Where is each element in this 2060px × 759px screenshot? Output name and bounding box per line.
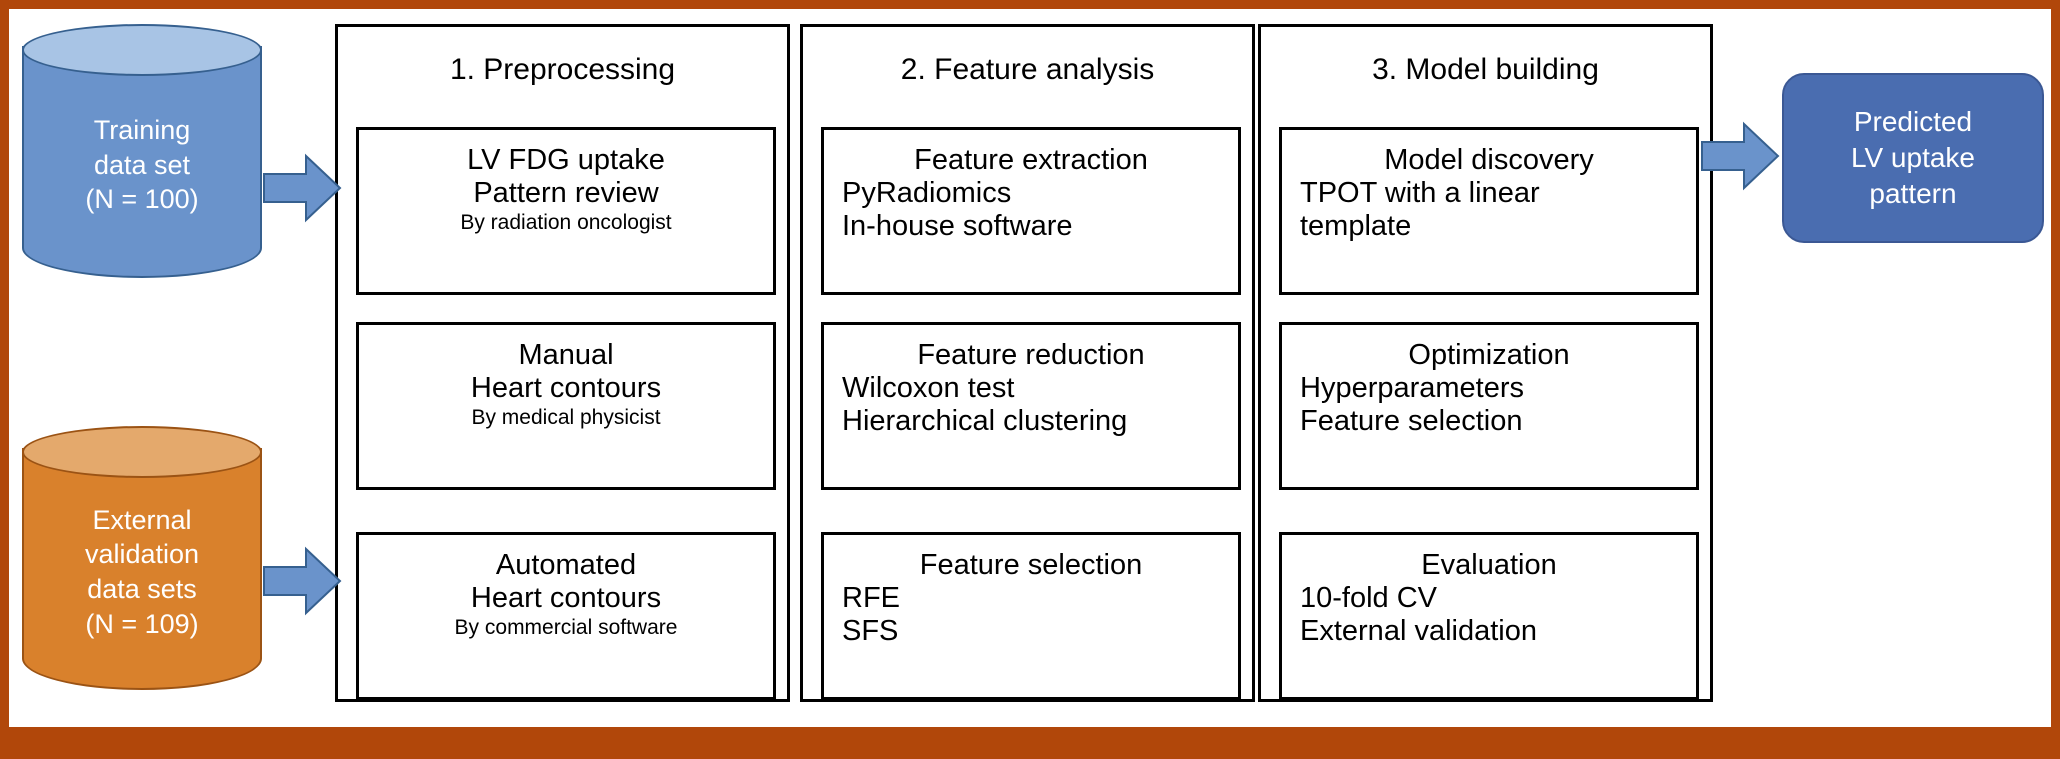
- cylinder-body: [22, 46, 262, 278]
- step-heading: Feature extraction: [914, 144, 1148, 176]
- step-heading: Feature selection: [919, 549, 1143, 581]
- step-model-discovery: Model discovery TPOT with a linear templ…: [1279, 127, 1699, 295]
- result-line: Predicted: [1853, 106, 1973, 138]
- cylinder-line: data sets: [87, 574, 197, 604]
- cylinder-line: External: [92, 504, 192, 535]
- frame-border-bottom: [0, 727, 2060, 759]
- step-line: Feature selection: [1300, 404, 1523, 437]
- step-line: template: [1300, 209, 1412, 242]
- step-heading: Optimization: [1408, 339, 1570, 371]
- step-line: In-house software: [842, 209, 1073, 242]
- step-line: PyRadiomics: [842, 176, 1012, 209]
- cylinder-line: (N = 109): [85, 608, 199, 639]
- result-line: LV uptake: [1850, 142, 1976, 174]
- step-heading: Feature reduction: [917, 339, 1145, 371]
- arrow-model-to-result: [1701, 121, 1780, 191]
- stage-title-preprocessing: 1. Preprocessing: [449, 53, 676, 86]
- cylinder-body: [22, 448, 262, 690]
- cylinder-top-ellipse: [22, 426, 262, 478]
- step-heading: Model discovery: [1384, 144, 1594, 176]
- training-data-cylinder: Training data set (N = 100): [22, 20, 262, 300]
- external-validation-cylinder: External validation data sets (N = 109): [22, 422, 262, 712]
- step-line: RFE: [842, 581, 900, 614]
- frame-border-left: [0, 0, 9, 759]
- result-label: Predicted LV uptake pattern: [1851, 104, 1975, 211]
- cylinder-line: Training: [93, 115, 191, 146]
- step-feature-extraction: Feature extraction PyRadiomics In-house …: [821, 127, 1241, 295]
- step-note: By medical physicist: [471, 405, 661, 429]
- frame-border-top: [0, 0, 2060, 9]
- step-heading: Automated: [495, 549, 637, 581]
- stage-preprocessing: 1. Preprocessing LV FDG uptake Pattern r…: [335, 24, 790, 702]
- step-feature-selection: Feature selection RFE SFS: [821, 532, 1241, 700]
- step-line: Wilcoxon test: [842, 371, 1015, 404]
- cylinder-line: data set: [93, 149, 191, 180]
- step-line: Hierarchical clustering: [842, 404, 1128, 437]
- step-line: Pattern review: [473, 176, 659, 209]
- step-line: External validation: [1300, 614, 1537, 647]
- training-data-label: Training data set (N = 100): [85, 103, 198, 217]
- external-validation-label: External validation data sets (N = 109): [85, 493, 199, 641]
- arrow-validation-to-preprocessing: [263, 546, 342, 616]
- step-optimization: Optimization Hyperparameters Feature sel…: [1279, 322, 1699, 490]
- step-note: By commercial software: [454, 615, 678, 639]
- result-line: pattern: [1869, 177, 1957, 209]
- step-note: By radiation oncologist: [460, 210, 672, 234]
- step-line: SFS: [842, 614, 899, 647]
- step-line: Hyperparameters: [1300, 371, 1525, 404]
- step-heading: Manual: [518, 339, 614, 371]
- stage-model-building: 3. Model building Model discovery TPOT w…: [1258, 24, 1713, 702]
- step-lv-fdg-uptake: LV FDG uptake Pattern review By radiatio…: [356, 127, 776, 295]
- step-automated-heart-contours: Automated Heart contours By commercial s…: [356, 532, 776, 700]
- step-feature-reduction: Feature reduction Wilcoxon test Hierarch…: [821, 322, 1241, 490]
- cylinder-top-ellipse: [22, 24, 262, 76]
- step-heading: Evaluation: [1421, 549, 1557, 581]
- step-line: 10-fold CV: [1300, 581, 1438, 614]
- stage-title-feature-analysis: 2. Feature analysis: [900, 53, 1155, 86]
- predicted-lv-uptake-pattern-box: Predicted LV uptake pattern: [1782, 73, 2044, 243]
- step-evaluation: Evaluation 10-fold CV External validatio…: [1279, 532, 1699, 700]
- cylinder-line: (N = 100): [85, 184, 199, 215]
- step-line: TPOT with a linear: [1300, 176, 1540, 209]
- step-line: Heart contours: [470, 581, 662, 614]
- step-heading: LV FDG uptake: [467, 144, 665, 176]
- frame-border-right: [2051, 0, 2060, 759]
- stage-feature-analysis: 2. Feature analysis Feature extraction P…: [800, 24, 1255, 702]
- step-line: Heart contours: [470, 371, 662, 404]
- arrow-training-to-preprocessing: [263, 153, 342, 223]
- cylinder-line: validation: [84, 539, 200, 570]
- stage-title-model-building: 3. Model building: [1372, 53, 1599, 86]
- step-manual-heart-contours: Manual Heart contours By medical physici…: [356, 322, 776, 490]
